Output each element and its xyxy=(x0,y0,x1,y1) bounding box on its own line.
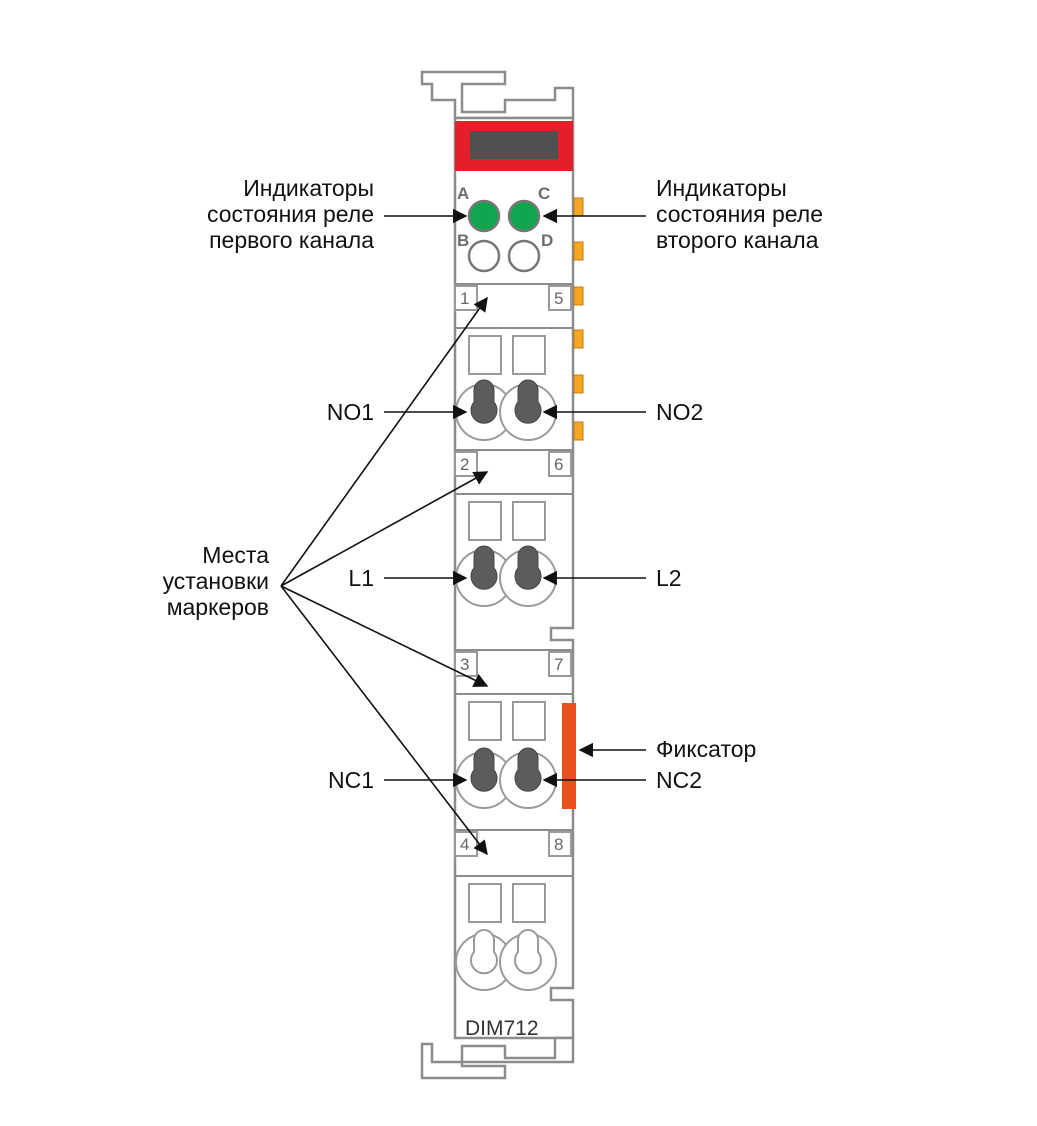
led-letter-b: B xyxy=(457,231,469,250)
screw-l2 xyxy=(514,545,542,590)
contact-tab xyxy=(573,241,584,261)
contact-tab xyxy=(573,329,584,349)
callout-l2: L2 xyxy=(542,565,682,591)
clamp-no1[interactable] xyxy=(455,379,513,441)
callout-leds-ch2: Индикаторы состояния реле второго канала xyxy=(542,175,823,253)
terminal-number-2: 2 xyxy=(460,455,469,474)
contact-tab xyxy=(573,421,584,441)
marker-arrow-4 xyxy=(280,585,488,856)
contact-tab xyxy=(573,374,584,394)
marker-arrow-3 xyxy=(280,585,489,687)
terminal-number-8: 8 xyxy=(554,835,563,854)
no1-label: NO1 xyxy=(327,399,374,425)
nc1-label: NC1 xyxy=(328,767,374,793)
din-clip-top xyxy=(420,70,575,120)
latch[interactable] xyxy=(562,703,576,809)
terminal-number-1: 1 xyxy=(460,289,469,308)
screw-no1 xyxy=(470,379,498,424)
terminal-number-4: 4 xyxy=(460,835,469,854)
led-b xyxy=(467,239,501,273)
screw-nc1 xyxy=(470,747,498,792)
model-label: DIM712 xyxy=(465,1017,539,1040)
contact-tab xyxy=(573,286,584,306)
leds-ch2-line1: Индикаторы xyxy=(656,175,787,201)
terminal-number-3: 3 xyxy=(460,655,469,674)
led-c xyxy=(507,199,541,233)
no2-label: NO2 xyxy=(656,399,703,425)
terminal-number-6: 6 xyxy=(554,455,563,474)
callout-nc2: NC2 xyxy=(542,767,702,793)
callout-no2: NO2 xyxy=(542,399,703,425)
clamp-nc2[interactable] xyxy=(499,747,557,809)
l2-label: L2 xyxy=(656,565,682,591)
terminal-row-4: 4 8 xyxy=(454,829,573,991)
callout-leds-ch1: Индикаторы состояния реле первого канала xyxy=(207,175,468,253)
led-area: A C B D xyxy=(457,184,553,273)
terminal-row-1: 1 5 xyxy=(454,283,573,441)
terminal-row-2: 2 6 xyxy=(454,449,573,607)
leds-ch2-line2: состояния реле xyxy=(656,201,823,227)
clamp-l2[interactable] xyxy=(499,545,557,607)
led-letter-a: A xyxy=(457,184,469,203)
led-a xyxy=(467,199,501,233)
terminal-number-5: 5 xyxy=(554,289,563,308)
callout-no1: NO1 xyxy=(327,399,468,425)
led-d xyxy=(507,239,541,273)
nc2-label: NC2 xyxy=(656,767,702,793)
contact-tab xyxy=(573,197,584,217)
screw-nc2 xyxy=(514,747,542,792)
markers-line3: маркеров xyxy=(167,594,269,620)
marker-arrow-1 xyxy=(280,296,488,587)
markers-line2: установки xyxy=(163,568,269,594)
leds-ch1-line2: состояния реле xyxy=(207,201,374,227)
l1-label: L1 xyxy=(348,565,374,591)
terminal-module: A C B D 1 5 2 xyxy=(420,70,584,1080)
din-clip-bottom xyxy=(420,1036,575,1080)
header-window xyxy=(470,131,558,159)
clamp-nc1[interactable] xyxy=(455,747,513,809)
led-letter-c: C xyxy=(538,184,550,203)
leds-ch2-line3: второго канала xyxy=(656,227,819,253)
contact-tabs xyxy=(573,197,584,441)
led-letter-d: D xyxy=(541,231,553,250)
clamp-empty-right xyxy=(499,928,557,991)
markers-line1: Места xyxy=(202,542,269,568)
callout-latch: Фиксатор xyxy=(578,736,756,762)
callout-markers: Места установки маркеров xyxy=(163,296,489,856)
latch-label: Фиксатор xyxy=(656,736,756,762)
leds-ch1-line1: Индикаторы xyxy=(243,175,374,201)
terminal-row-3: 3 7 xyxy=(454,649,576,809)
callout-nc1: NC1 xyxy=(328,767,468,793)
screw-l1 xyxy=(470,545,498,590)
terminal-number-7: 7 xyxy=(554,655,563,674)
screw-no2 xyxy=(514,379,542,424)
marker-arrow-2 xyxy=(280,471,489,587)
callout-l1: L1 xyxy=(348,565,468,591)
leds-ch1-line3: первого канала xyxy=(209,227,374,253)
